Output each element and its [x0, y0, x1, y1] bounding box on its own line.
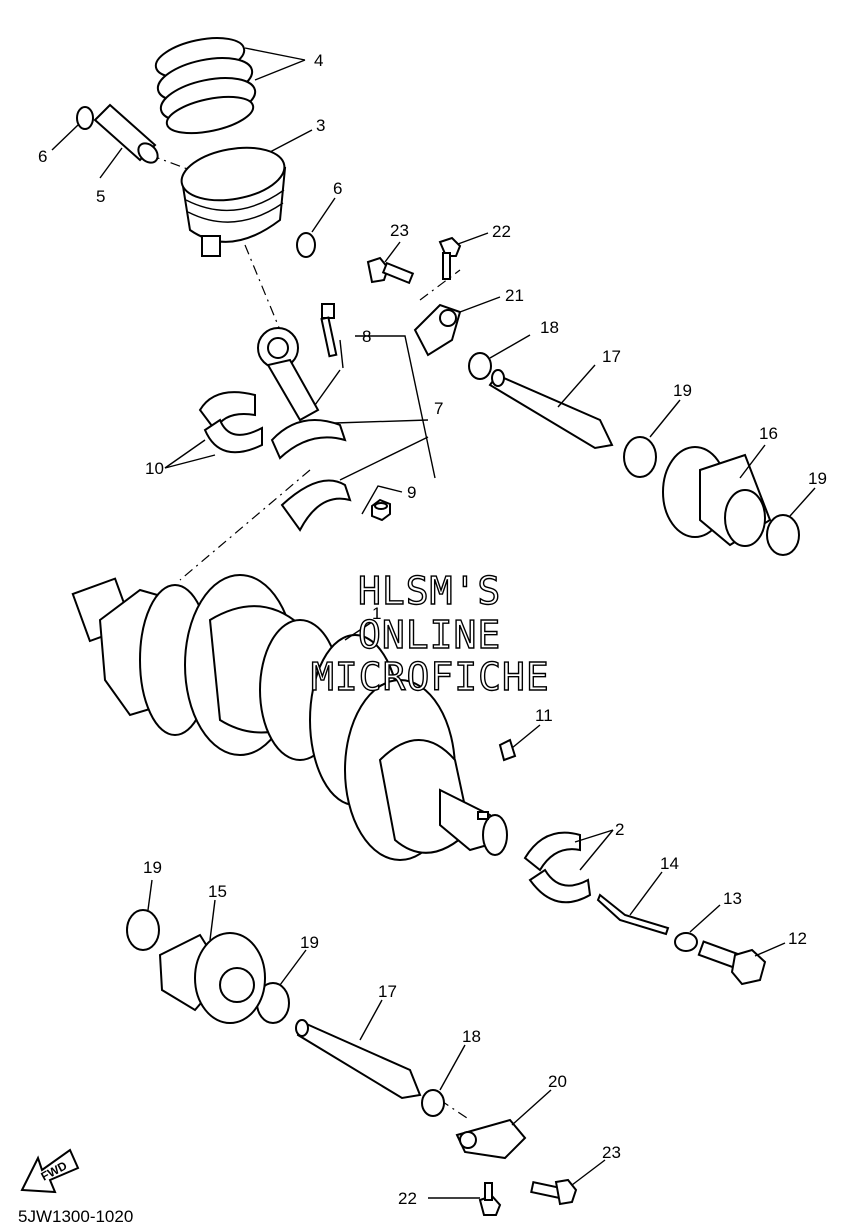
conrod-bearings [198, 391, 263, 454]
callout-5: 5 [96, 187, 105, 206]
conrod-nut [371, 498, 391, 522]
bolt-22-lower [478, 1182, 502, 1216]
bearing-19-a [623, 436, 657, 478]
callout-9: 9 [407, 483, 416, 502]
circlip-right [296, 232, 316, 258]
callout-6-left: 6 [38, 147, 47, 166]
callout-12: 12 [788, 929, 807, 948]
bolt-12 [697, 940, 767, 986]
washer [674, 932, 698, 952]
callout-19-b: 19 [808, 469, 827, 488]
callout-21: 21 [505, 286, 524, 305]
connecting-rod [257, 327, 352, 532]
callout-19-c: 19 [143, 858, 162, 877]
callout-19-d: 19 [300, 933, 319, 952]
callout-16: 16 [759, 424, 778, 443]
callout-14: 14 [660, 854, 679, 873]
lever-21 [413, 303, 462, 357]
o-ring-lower [421, 1089, 445, 1117]
watermark: HLSM'S ONLINE MICROFICHE [310, 568, 550, 699]
callout-22-lower: 22 [398, 1189, 417, 1208]
callout-1: 1 [372, 604, 381, 623]
callout-15: 15 [208, 882, 227, 901]
callout-11: 11 [535, 706, 553, 725]
lever-20 [455, 1118, 527, 1160]
conrod-bolt [320, 303, 338, 358]
bearing-19-b [766, 514, 800, 556]
callout-17-upper: 17 [602, 347, 621, 366]
callout-4: 4 [314, 51, 323, 70]
callout-8: 8 [362, 327, 371, 346]
callout-3: 3 [316, 116, 325, 135]
callout-18-upper: 18 [540, 318, 559, 337]
watermark-line-3: MICROFICHE [311, 655, 550, 699]
piston [180, 146, 287, 257]
callout-10: 10 [145, 459, 164, 478]
callout-2: 2 [615, 820, 624, 839]
o-ring-upper [468, 352, 492, 380]
bolt-22-upper [438, 236, 462, 280]
balancer-shaft-upper [488, 369, 614, 450]
callout-18-lower: 18 [462, 1027, 481, 1046]
callout-7: 7 [434, 399, 443, 418]
bolt-23-lower [530, 1178, 578, 1206]
plate [596, 893, 670, 936]
callout-17-lower: 17 [378, 982, 397, 1001]
piston-pin [93, 103, 159, 164]
circlip-left [76, 106, 94, 130]
watermark-line-1: HLSM'S [358, 569, 501, 613]
woodruff-key [498, 738, 517, 762]
piston-rings [154, 37, 257, 135]
crankshaft-bearings [523, 831, 592, 904]
callout-20: 20 [548, 1072, 567, 1091]
bolt-23-upper [366, 256, 415, 285]
crankshaft [71, 574, 508, 861]
balancer-gear-upper [662, 446, 772, 547]
callout-23-lower: 23 [602, 1143, 621, 1162]
fwd-arrow-icon: FWD [20, 1148, 80, 1194]
diagram-code: 5JW1300-1020 [18, 1207, 133, 1226]
callout-6-right: 6 [333, 179, 342, 198]
callout-22-upper: 22 [492, 222, 511, 241]
bearing-19-c [126, 909, 160, 951]
callout-13: 13 [723, 889, 742, 908]
balancer-gear-lower [158, 932, 266, 1024]
watermark-line-2: ONLINE [358, 613, 501, 657]
leader-lines [51, 47, 816, 1199]
callout-19-a: 19 [673, 381, 692, 400]
balancer-shaft-lower [295, 1019, 422, 1100]
callout-23-upper: 23 [390, 221, 409, 240]
callout-labels: 4 3 6 5 6 23 22 21 8 18 17 19 7 16 10 19… [38, 51, 827, 1208]
